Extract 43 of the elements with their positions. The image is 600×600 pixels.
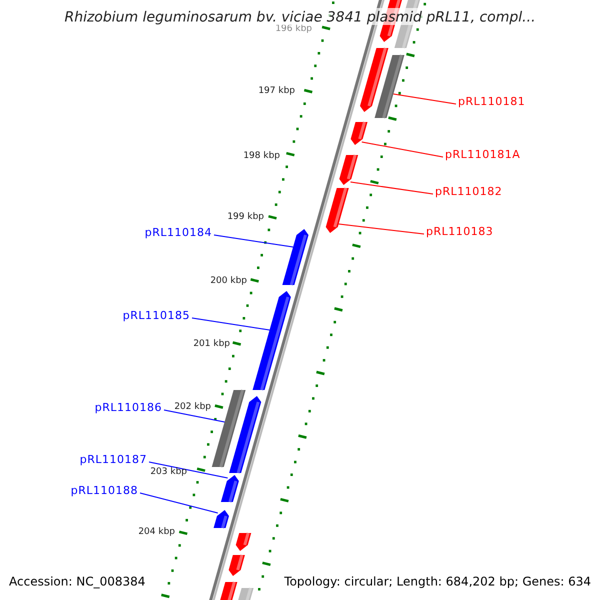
gene-label: pRL110185 <box>122 310 190 322</box>
leader-line <box>392 94 456 104</box>
tick-label: 197 kbp <box>258 87 295 97</box>
tick-label: 199 kbp <box>227 213 264 223</box>
gene-label: pRL110188 <box>70 484 138 498</box>
gene-feature <box>339 154 358 185</box>
tick-label: 201 kbp <box>193 340 230 350</box>
gene-feature <box>229 396 262 474</box>
leader-line <box>361 142 444 158</box>
gene-label: pRL110184 <box>144 226 212 240</box>
leader-line <box>338 224 424 234</box>
tick-label: 200 kbp <box>210 277 247 287</box>
gene-label: pRL110182 <box>435 186 502 198</box>
gene-feature <box>236 532 252 551</box>
gene-feature <box>228 554 245 576</box>
gene-bar <box>218 582 238 600</box>
gene-feature <box>326 188 349 233</box>
gene-feature <box>282 229 308 286</box>
gene-feature <box>220 475 239 502</box>
leader-line <box>148 462 228 478</box>
gene-feature <box>252 291 291 390</box>
gene-feature <box>350 122 368 145</box>
title-text: Rhizobium leguminosarum bv. viciae 3841 plasmid pRL11, compl... <box>63 10 537 26</box>
gene-feature <box>214 510 229 528</box>
tick-label: 203 kbp <box>150 468 187 478</box>
summary-text: Topology: circular; Length: 684,202 bp; Genes: 634 <box>284 575 591 589</box>
tick-label: 198 kbp <box>243 152 280 162</box>
leader-line <box>214 234 294 248</box>
gene-label: pRL110183 <box>426 226 494 238</box>
accession-text: Accession: NC_008384 <box>9 575 146 589</box>
gene-label: pRL110181 <box>458 96 526 108</box>
leader-line <box>164 410 226 422</box>
gene-label: pRL110181A <box>445 148 520 162</box>
tick-label: 204 kbp <box>138 528 175 538</box>
gene-bar <box>236 588 254 600</box>
leader-line <box>140 492 218 514</box>
gene-bar <box>374 54 404 118</box>
leader-line <box>350 182 434 194</box>
tick-label: 202 kbp <box>174 403 211 413</box>
leader-line <box>192 318 270 330</box>
gene-label: pRL110186 <box>94 402 162 414</box>
gene-label: pRL110187 <box>80 454 147 466</box>
tick-label: 196 kbp <box>275 25 312 35</box>
